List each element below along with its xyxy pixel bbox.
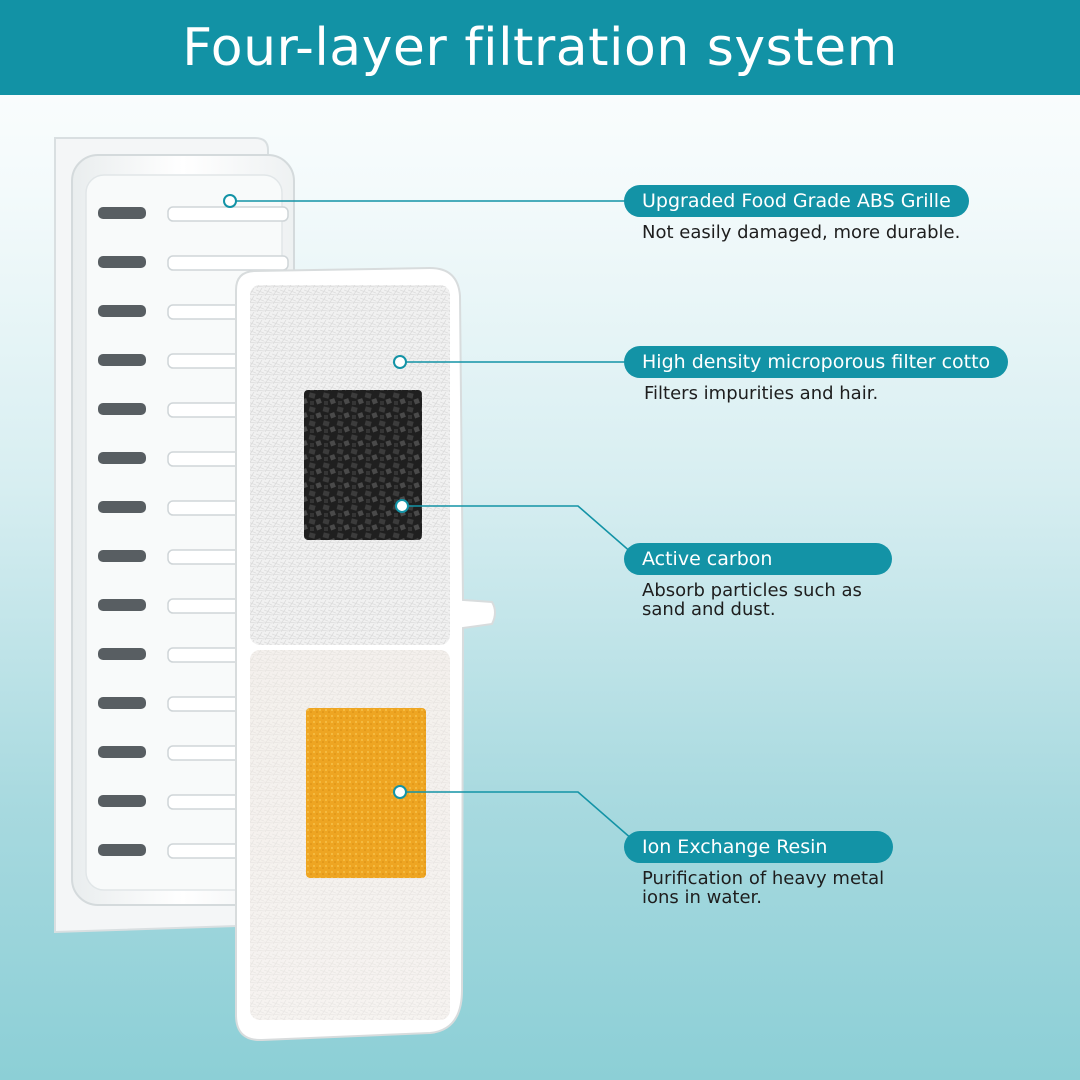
description-line: Filters impurities and hair.: [644, 383, 879, 404]
marker-dot: [223, 194, 237, 208]
description-line: Purification of heavy metal: [642, 868, 885, 889]
callout-grille: Upgraded Food Grade ABS Grille Not easil…: [624, 185, 969, 242]
marker-dot: [395, 499, 409, 513]
header-banner: Four-layer filtration system: [0, 0, 1080, 95]
callout-label: Active carbon: [624, 543, 893, 575]
resin-window: [306, 708, 426, 878]
callout-cotton: High density microporous filter cotto Fi…: [624, 346, 1009, 403]
callout-resin: Ion Exchange Resin Purification of heavy…: [624, 831, 894, 907]
callout-description: Absorb particles such as sand and dust.: [642, 581, 892, 619]
callout-description: Filters impurities and hair.: [644, 384, 1008, 403]
description-line: Absorb particles such as: [642, 580, 862, 601]
callout-carbon: Active carbon Absorb particles such as s…: [624, 543, 893, 619]
filter-pad: [235, 266, 496, 1042]
description-line: ions in water.: [642, 887, 763, 908]
marker-dot: [393, 355, 407, 369]
description-line: sand and dust.: [642, 599, 776, 620]
marker-dot: [393, 785, 407, 799]
page-title: Four-layer filtration system: [182, 17, 898, 78]
callout-label: Ion Exchange Resin: [624, 831, 894, 863]
callout-description: Not easily damaged, more durable.: [642, 223, 969, 242]
carbon-window: [304, 390, 422, 540]
callout-label: Upgraded Food Grade ABS Grille: [624, 185, 969, 217]
callout-label: High density microporous filter cotto: [624, 346, 1009, 378]
callout-description: Purification of heavy metal ions in wate…: [642, 869, 893, 907]
description-line: Not easily damaged, more durable.: [642, 222, 961, 243]
leader-lines: [235, 200, 641, 847]
